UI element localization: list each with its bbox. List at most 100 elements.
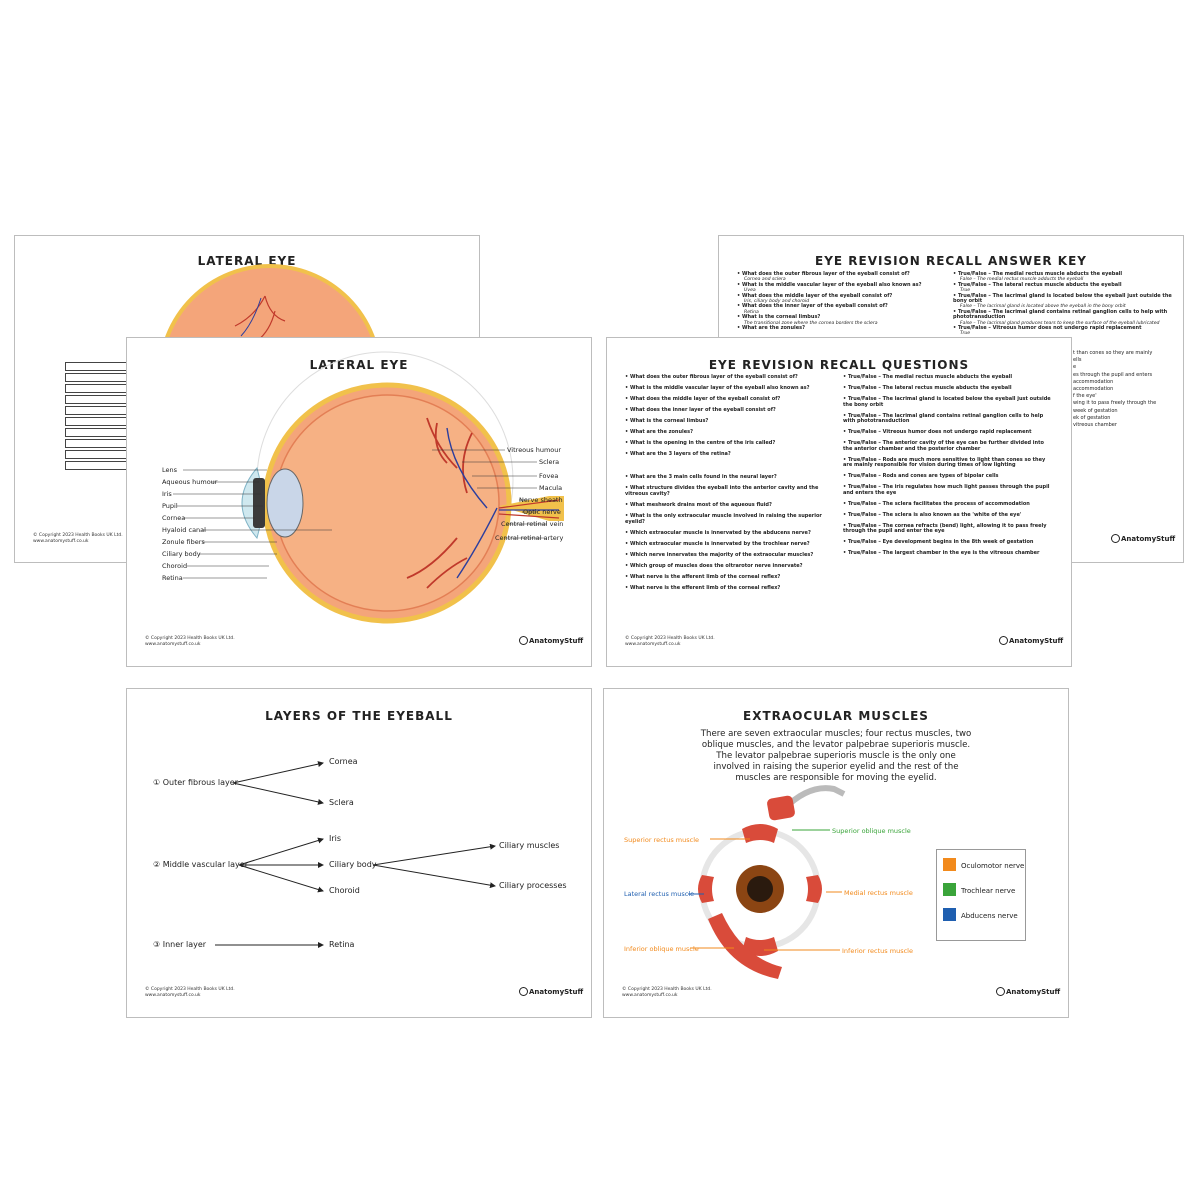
eye-label-right: Vitreous humour	[507, 446, 562, 454]
layers-tree-lines	[215, 761, 496, 948]
true-false-item: True/False – The lacrimal gland is locat…	[843, 396, 1053, 408]
copyright-url: www.anatomystuff.co.uk	[145, 992, 201, 998]
logo-text: AnatomyStuff	[1006, 988, 1061, 996]
label-box[interactable]	[65, 362, 129, 371]
label-box[interactable]	[65, 395, 129, 404]
question-item: What does the outer fibrous layer of the…	[625, 374, 835, 381]
eye-label-left: Aqueous humour	[162, 478, 218, 486]
logo-icon	[1111, 534, 1120, 543]
answer-key-question: True/False – The lacrimal gland is locat…	[953, 293, 1173, 305]
sheet-recall-questions: EYE REVISION RECALL QUESTIONS What does …	[606, 337, 1072, 667]
eye-label-right: Central retinal vein	[501, 520, 564, 528]
true-false-item: True/False – Eye development begins in t…	[843, 540, 1053, 546]
answer-key-question: True/False – The lateral rectus muscle a…	[953, 282, 1173, 288]
answer-key-answer: Iris, ciliary body and choroid	[744, 299, 810, 305]
sheet-extraocular-muscles: EXTRAOCULAR MUSCLES There are seven extr…	[603, 688, 1069, 1018]
logo-text: AnatomyStuff	[1121, 535, 1176, 543]
answer-key-fragment: week of gestation	[1073, 407, 1118, 414]
answer-key-fragment: accommodation	[1073, 386, 1114, 393]
eye-label-left: Iris	[162, 490, 172, 498]
question-item: What structure divides the eyeball into …	[625, 486, 835, 497]
true-false-item: True/False – The iris regulates how much…	[843, 484, 1053, 496]
answer-key-question: True/False – The medial rectus muscle ab…	[953, 271, 1173, 277]
question-item: What is the opening in the centre of the…	[625, 440, 835, 447]
logo: AnatomyStuff	[519, 636, 583, 645]
answer-key-question: What does the inner layer of the eyeball…	[737, 304, 947, 310]
copyright-line: © Copyright 2023 Health Books UK Ltd.	[625, 636, 715, 641]
ciliary-muscles-label: Ciliary muscles	[499, 841, 560, 850]
ciliary-body-label: Ciliary body	[329, 860, 377, 869]
true-false-item: True/False – Vitreous humor does not und…	[843, 430, 1053, 436]
label-box[interactable]	[65, 406, 129, 415]
logo-icon	[519, 987, 528, 996]
eye-label-right: Optic nerve	[523, 508, 561, 516]
label-box[interactable]	[65, 428, 129, 437]
answer-key-question: What does the outer fibrous layer of the…	[737, 271, 947, 277]
question-item: Which extraocular muscle is innervated b…	[625, 541, 835, 548]
sheet-layers-of-eyeball: LAYERS OF THE EYEBALL ① Outer fibrous la…	[126, 688, 592, 1018]
eye-label-right: Sclera	[539, 458, 560, 466]
answer-key-answer: Uvea	[744, 288, 756, 294]
eye-label-right: Nerve sheath	[519, 496, 563, 504]
eye-label-right: Fovea	[539, 472, 559, 480]
true-false-item: True/False – The medial rectus muscle ab…	[843, 374, 1053, 381]
answer-key-right-column: True/False – The medial rectus muscle ab…	[953, 271, 1173, 337]
eye-label-left: Cornea	[162, 514, 186, 522]
label-box[interactable]	[65, 439, 129, 448]
answer-key-answer: False – The lacrimal gland is located ab…	[960, 304, 1126, 310]
true-false-item: True/False – The lateral rectus muscle a…	[843, 385, 1053, 392]
logo-text: AnatomyStuff	[1009, 637, 1064, 645]
question-item: What does the inner layer of the eyeball…	[625, 407, 835, 414]
answer-key-question: What are the zonules?	[737, 325, 947, 331]
logo-icon	[999, 636, 1008, 645]
question-item: What is the corneal limbus?	[625, 418, 835, 425]
answer-key-fragment: t than cones so they are mainly	[1073, 350, 1153, 356]
legend-oculomotor: Oculomotor nerve	[943, 858, 1024, 871]
true-false-item: True/False – The lacrimal gland contains…	[843, 413, 1053, 425]
question-item: What meshwork drains most of the aqueous…	[625, 502, 835, 509]
copyright-line: © Copyright 2023 Health Books UK Ltd.	[145, 987, 235, 992]
answer-key-answer: The transitional zone where the cornea b…	[744, 320, 878, 326]
sclera-label: Sclera	[329, 798, 354, 807]
copyright: © Copyright 2023 Health Books UK Ltd. ww…	[145, 636, 235, 647]
inner-layer: ③ Inner layer	[153, 940, 207, 949]
answer-key-fragment: e	[1073, 364, 1077, 371]
legend-abducens: Abducens nerve	[943, 908, 1018, 921]
answer-key-question: What is the corneal limbus?	[737, 314, 947, 320]
retina-label: Retina	[329, 940, 355, 949]
label-box[interactable]	[65, 384, 129, 393]
copyright-line: © Copyright 2023 Health Books UK Ltd.	[33, 533, 123, 538]
true-false-item: True/False – The cornea refracts (bend) …	[843, 523, 1053, 535]
label-box[interactable]	[65, 461, 129, 470]
legend-trochlear: Trochlear nerve	[943, 883, 1015, 896]
label-box[interactable]	[65, 373, 129, 382]
sheet-title: LAYERS OF THE EYEBALL	[265, 709, 453, 723]
question-item: What is the only extraocular muscle invo…	[625, 513, 835, 525]
true-false-item: True/False – The sclera facilitates the …	[843, 501, 1053, 508]
logo: AnatomyStuff	[999, 636, 1063, 645]
copyright: © Copyright 2023 Health Books UK Ltd. ww…	[33, 533, 123, 544]
answer-key-fragment: f the eye'	[1073, 393, 1097, 400]
superior-oblique-label: Superior oblique muscle	[832, 827, 911, 835]
answer-key-fragment: es through the pupil and enters	[1073, 371, 1153, 378]
true-false-item: True/False – The anterior cavity of the …	[843, 440, 1053, 452]
question-item: Which nerve innervates the majority of t…	[625, 552, 835, 559]
iris-label: Iris	[329, 834, 342, 843]
sheet-lateral-eye-labeled: LATERAL EYE	[126, 337, 592, 667]
answer-key-answer: Retina	[744, 309, 759, 315]
logo-text: AnatomyStuff	[529, 637, 584, 645]
eye-label-left: Choroid	[162, 562, 188, 570]
eye-label-right: Central retinal artery	[495, 534, 564, 542]
label-box[interactable]	[65, 417, 129, 426]
logo-text: AnatomyStuff	[529, 988, 584, 996]
answer-key-left-column: What does the outer fibrous layer of the…	[737, 271, 947, 331]
eye-muscles-diagram	[688, 785, 846, 979]
medial-rectus-label: Medial rectus muscle	[844, 889, 913, 897]
logo-icon	[996, 987, 1005, 996]
sheet-title: LATERAL EYE	[309, 358, 409, 372]
answer-key-question: True/False – The lacrimal gland contains…	[953, 309, 1173, 321]
copyright: © Copyright 2023 Health Books UK Ltd. ww…	[622, 987, 712, 998]
copyright-url: www.anatomystuff.co.uk	[625, 641, 681, 647]
label-box[interactable]	[65, 450, 129, 459]
